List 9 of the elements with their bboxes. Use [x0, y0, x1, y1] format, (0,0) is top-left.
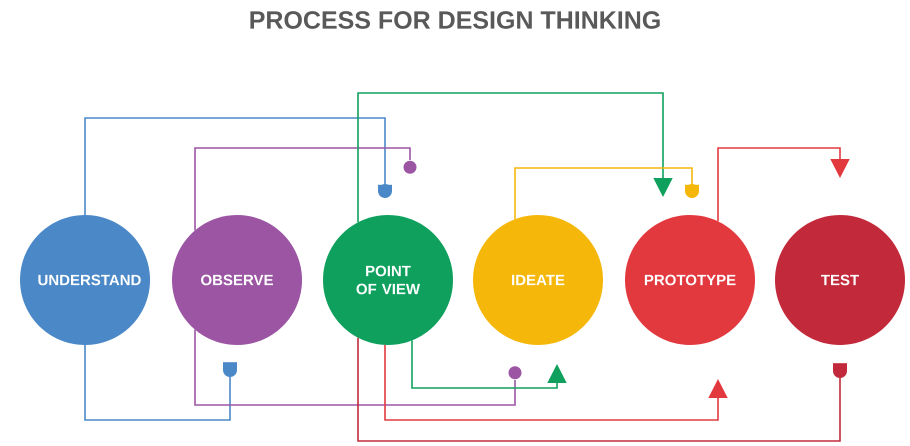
connector [717, 147, 850, 222]
connector [357, 338, 847, 442]
connector [84, 117, 392, 215]
connector [84, 345, 237, 421]
connector [194, 330, 522, 406]
title: PROCESS FOR DESIGN THINKING [250, 11, 660, 29]
connector [194, 147, 416, 230]
connector [514, 167, 699, 220]
connector [357, 92, 673, 222]
